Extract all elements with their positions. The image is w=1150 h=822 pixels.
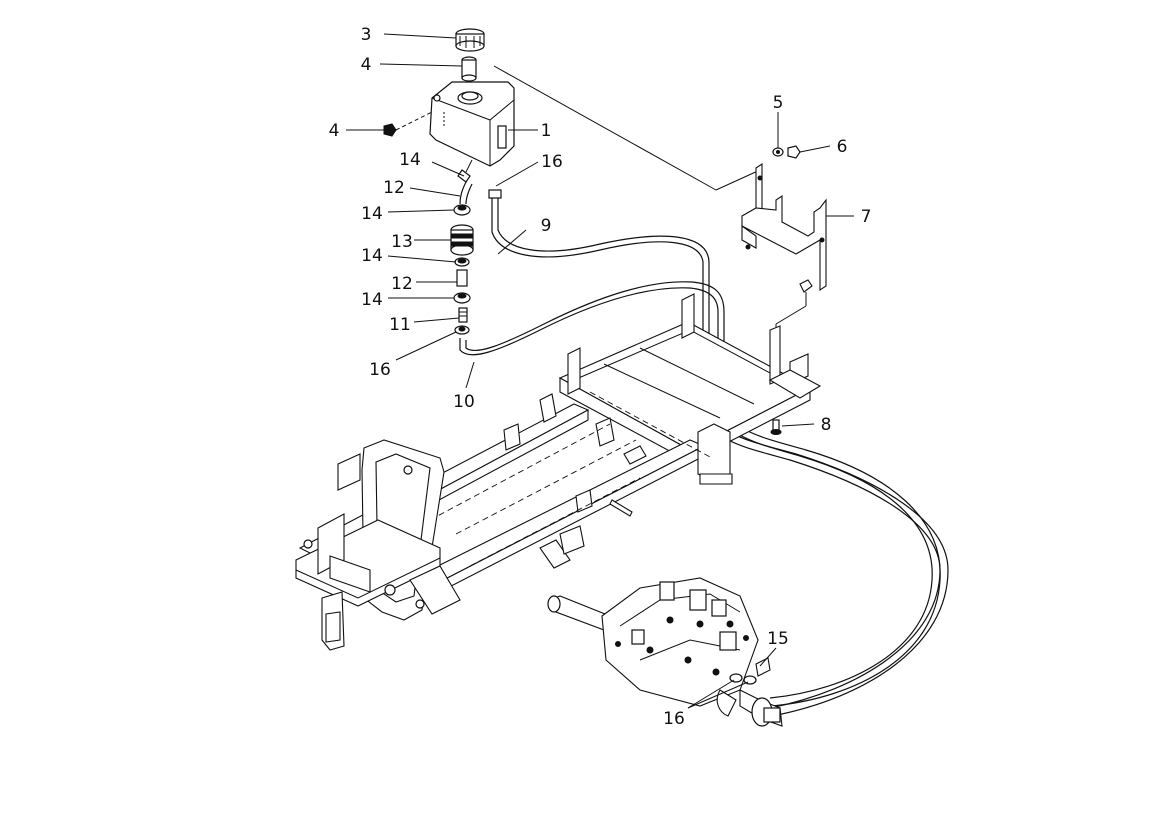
callout-3: 4 (361, 55, 372, 75)
chassis-frame (295, 293, 822, 651)
filter-13 (450, 224, 474, 256)
callout-14-d: 14 (361, 290, 383, 310)
reservoir-cap (455, 28, 485, 52)
washer-item-5 (772, 147, 784, 157)
callout-8: 8 (821, 415, 832, 435)
callout-13: 13 (391, 232, 413, 252)
callout-14-c: 14 (361, 246, 383, 266)
callout-5: 5 (773, 93, 784, 113)
hose-clamp-14-c (454, 257, 470, 267)
hose-clamp-14-d (453, 292, 471, 304)
callout-2: 3 (361, 25, 372, 45)
leader-lines (346, 33, 854, 709)
callout-1: 1 (541, 121, 552, 141)
callout-12-a: 12 (383, 178, 405, 198)
callout-14-a: 14 (399, 150, 421, 170)
callout-9: 9 (541, 216, 552, 236)
callout-labels: 3 4 4 1 14 16 12 14 9 13 14 12 14 11 16 … (329, 25, 872, 729)
callout-6: 6 (837, 137, 848, 157)
callout-15: 15 (767, 629, 789, 649)
callout-16-a: 16 (541, 152, 563, 172)
callout-10: 10 (453, 392, 475, 412)
callout-12-b: 12 (391, 274, 413, 294)
reservoir-tank (429, 81, 515, 173)
callout-16-b: 16 (369, 360, 391, 380)
reservoir-strainer (461, 56, 477, 82)
fitting-15 (755, 657, 771, 677)
callout-7: 7 (861, 207, 872, 227)
hose-12-lower (456, 269, 468, 287)
nut-item-6 (787, 145, 801, 159)
hose-clamp-16-left (454, 325, 470, 335)
callout-16-c: 16 (663, 709, 685, 729)
hose-12-upper (459, 181, 473, 205)
bracket-item-7 (741, 162, 827, 293)
bolt-item-4 (383, 111, 433, 137)
callout-4: 4 (329, 121, 340, 141)
hose-clamp-14-b (453, 204, 471, 216)
leader-tank-to-bracket-2 (715, 169, 761, 191)
leader-tank-to-bracket (493, 65, 717, 191)
bracket-leader-b (775, 305, 807, 325)
fitting-11 (458, 307, 468, 323)
callout-11: 11 (389, 315, 411, 335)
callout-14-b: 14 (361, 204, 383, 224)
hydrostatic-transmission (547, 577, 783, 727)
hose-clamps-16-transmission (729, 673, 757, 685)
bolt-item-8 (770, 419, 782, 435)
